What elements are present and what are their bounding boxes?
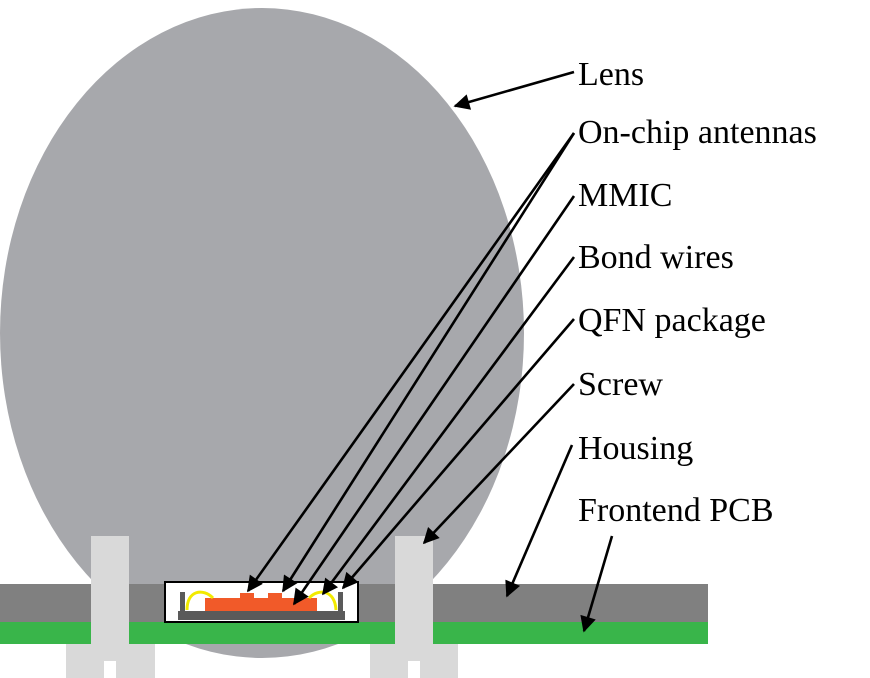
arrow-lens xyxy=(453,70,575,110)
arrow-bond-wires xyxy=(321,256,576,596)
arrow-frontend-pcb xyxy=(580,535,614,633)
label-screw: Screw xyxy=(578,366,663,403)
on-chip-antenna-2 xyxy=(268,593,282,599)
label-bond-wires: Bond wires xyxy=(578,239,734,276)
package-right-lead xyxy=(338,592,343,611)
on-chip-antenna-1 xyxy=(240,593,254,599)
label-lens: Lens xyxy=(578,56,644,93)
arrow-antenna-1 xyxy=(246,132,576,593)
screw-left xyxy=(66,536,155,678)
label-on-chip-antennas: On-chip antennas xyxy=(578,114,817,151)
arrow-housing xyxy=(505,444,574,598)
package-left-lead xyxy=(180,592,185,611)
bond-wire-left xyxy=(185,590,215,611)
label-mmic: MMIC xyxy=(578,177,672,214)
label-qfn-package: QFN package xyxy=(578,302,766,339)
label-frontend-pcb: Frontend PCB xyxy=(578,492,774,529)
lens xyxy=(0,8,524,658)
frontend-pcb xyxy=(0,622,708,644)
arrow-antenna-2 xyxy=(281,132,576,593)
arrow-screw xyxy=(422,383,575,545)
label-housing: Housing xyxy=(578,430,693,467)
screw-right xyxy=(370,536,458,678)
package-base xyxy=(178,611,345,620)
arrow-mmic xyxy=(292,195,576,606)
mmic xyxy=(205,598,317,611)
arrow-qfn-package xyxy=(341,318,575,590)
